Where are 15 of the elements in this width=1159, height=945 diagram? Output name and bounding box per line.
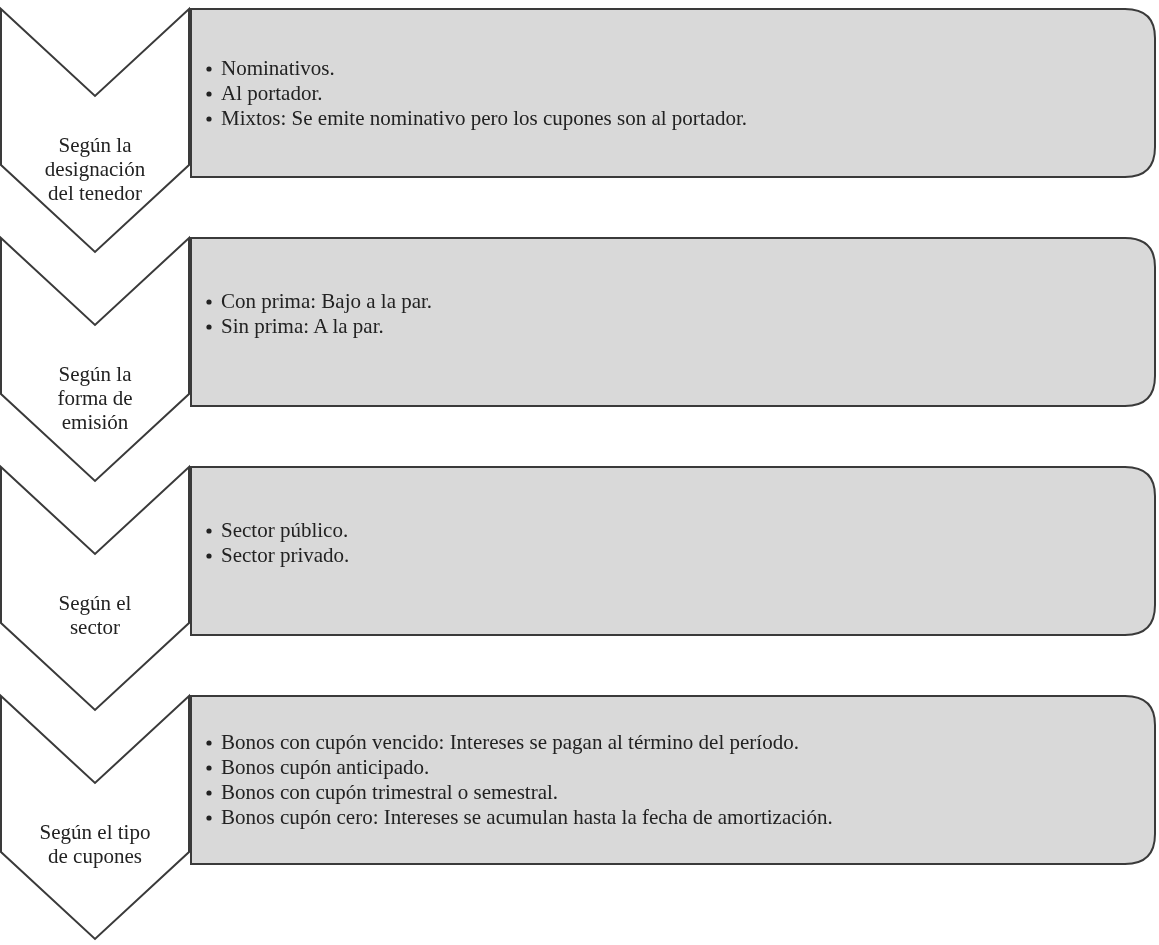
bullet-item: Con prima: Bajo a la par.: [221, 289, 433, 313]
bullet-item: Bonos cupón cero: Intereses se acumulan hasta la fecha de amortización.: [221, 805, 833, 829]
category-label: Según la designación del tenedor: [43, 133, 147, 205]
bullet-item: Sector privado.: [221, 543, 350, 567]
bullet-item: Sin prima: A la par.: [221, 314, 384, 338]
bullet-item: Al portador.: [221, 80, 323, 105]
bullet-item: Sector público.: [221, 518, 349, 542]
bullet-item: Nominativos.: [221, 55, 335, 80]
bullet-item: Bonos cupón anticipado.: [221, 755, 430, 779]
bullet-item: Bonos con cupón vencido: Intereses se pagan al término del período.: [221, 730, 799, 754]
bullet-item: Mixtos: Se emite nominativo pero los cupones son al portador.: [221, 105, 748, 130]
category-label: Según el sector: [57, 591, 133, 639]
bullet-item: Bonos con cupón trimestral o semestral.: [221, 780, 559, 804]
category-label: Según la forma de emisión: [56, 362, 134, 434]
category-label: Según el tipo de cupones: [38, 820, 152, 868]
